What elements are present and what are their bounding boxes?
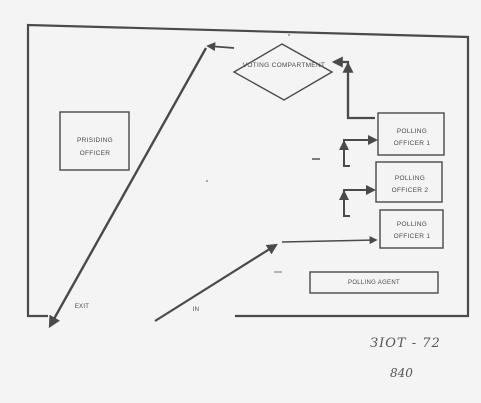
entry-to-officer-line <box>281 236 378 245</box>
polling-officer-1-bottom-box <box>379 209 444 249</box>
voting-compartment-label: VOTING COMPARTMENT <box>242 62 326 69</box>
voting-compartment-shape <box>232 43 334 101</box>
dot-mark <box>206 180 208 182</box>
polling-agent-box <box>309 271 439 294</box>
presiding-officer-box <box>59 111 130 171</box>
exit-label: EXIT <box>74 304 90 310</box>
polling-officer-1-top-box <box>377 112 445 156</box>
polling-agent-label: POLLING AGENT <box>348 280 400 286</box>
polling-officer-2-label: POLLING OFFICER 2 <box>391 175 429 194</box>
handwritten-note-line1: ЗІОТ - 72 <box>370 336 441 351</box>
polling-officer-1-bottom-label: POLLING OFFICER 1 <box>393 221 431 240</box>
presiding-officer-label: PRISIDING OFFICER <box>77 137 113 157</box>
dot-mark <box>288 34 290 36</box>
polling-officer-2-box <box>375 161 443 203</box>
voting-to-exit-top-arrow <box>206 42 235 52</box>
exit-arrow <box>48 47 208 329</box>
hall-boundary <box>26 23 470 318</box>
entry-arrow <box>154 243 278 322</box>
polling-officer-1-top-label: POLLING OFFICER 1 <box>393 128 431 147</box>
in-label: IN <box>192 307 200 313</box>
handwritten-note-line2: 840 <box>390 366 413 380</box>
